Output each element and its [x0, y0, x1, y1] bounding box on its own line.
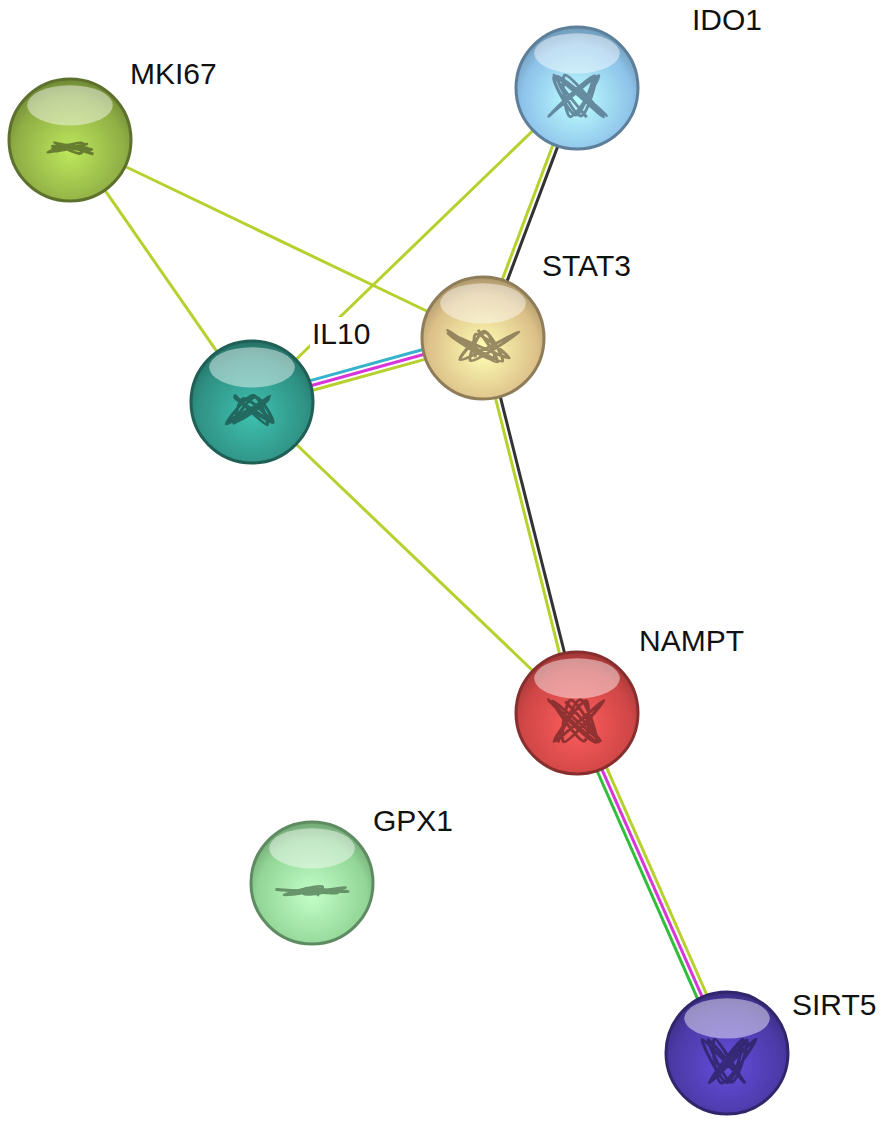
interaction-line: [308, 349, 425, 381]
protein-bubble: [514, 650, 640, 776]
protein-label: NAMPT: [637, 624, 746, 658]
protein-node: IL10: [189, 339, 315, 465]
protein-label: IDO1: [690, 3, 764, 37]
protein-bubble: [249, 820, 375, 946]
interaction-line: [104, 188, 219, 353]
protein-bubble: [7, 77, 133, 203]
protein-label: GPX1: [371, 804, 455, 838]
interaction-line: [596, 769, 698, 1001]
interaction-line: [295, 443, 535, 672]
protein-bubble: [420, 275, 546, 401]
protein-label: IL10: [310, 317, 372, 351]
protein-label: STAT3: [540, 249, 633, 283]
interaction-line: [605, 765, 707, 997]
protein-label: MKI67: [128, 57, 219, 91]
protein-bubble: [664, 990, 790, 1116]
protein-node: IDO1: [514, 25, 640, 151]
protein-node: NAMPT: [514, 650, 640, 776]
protein-bubble: [514, 25, 640, 151]
protein-node: MKI67: [7, 77, 133, 203]
protein-node: STAT3: [420, 275, 546, 401]
interaction-line: [123, 166, 430, 313]
protein-node: SIRT5: [664, 990, 790, 1116]
interaction-line: [500, 395, 565, 656]
protein-node: GPX1: [249, 820, 375, 946]
protein-bubble: [189, 339, 315, 465]
interaction-line: [309, 354, 426, 386]
interaction-line: [601, 767, 703, 999]
interaction-line: [495, 396, 560, 657]
protein-label: SIRT5: [790, 988, 878, 1022]
